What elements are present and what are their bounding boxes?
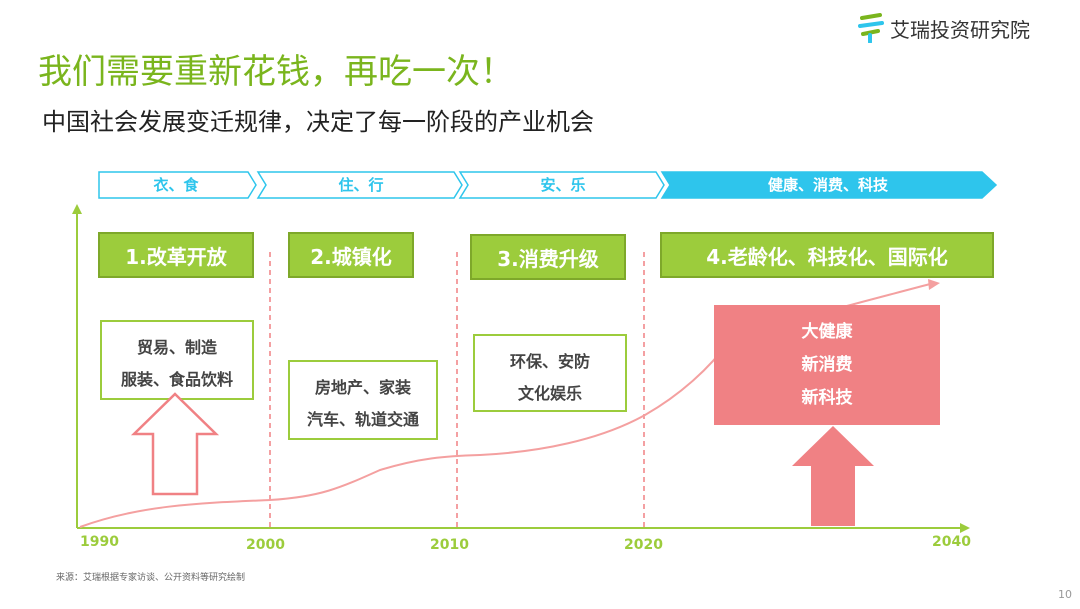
stage-chevron-4 [660,171,998,199]
phase-box-4: 4.老龄化、科技化、国际化 [660,232,994,278]
logo-text: 艾瑞投资研究院 [890,17,1030,42]
industry-box-2: 房地产、家装 汽车、轨道交通 [288,360,438,440]
industry-line: 环保、安防 [509,352,590,371]
page-title: 我们需要重新花钱，再吃一次！ [38,52,514,92]
x-axis-arrow [960,523,970,533]
logo-icon [858,13,884,43]
year-label-2040: 2040 [932,534,971,550]
year-label-2000: 2000 [246,537,285,553]
year-label-2020: 2020 [624,537,663,553]
stage-label-1: 衣、食 [153,176,199,194]
future-item: 新消费 [801,355,853,375]
logo: 艾瑞投资研究院 [858,12,1030,44]
industry-line: 汽车、轨道交通 [306,410,419,429]
industry-box-3: 环保、安防 文化娱乐 [473,334,627,412]
industry-line: 贸易、制造 [136,338,217,357]
stage-chevron-1 [98,171,257,199]
page-number: 10 [1058,588,1072,601]
up-arrow-outline-icon [130,392,220,496]
industry-line: 服装、食品饮料 [120,370,233,389]
stage-label-2: 住、行 [338,176,384,194]
phase-box-3: 3.消费升级 [470,234,626,280]
stage-chevron-2 [256,171,463,199]
phase-box-1: 1.改革开放 [98,232,254,278]
growth-curve-arrowhead [928,279,940,290]
phase-box-2: 2.城镇化 [288,232,414,278]
page-subtitle: 中国社会发展变迁规律，决定了每一阶段的产业机会 [42,108,594,136]
future-item: 新科技 [801,388,853,408]
up-arrow-solid-icon [792,426,874,526]
stage-label-3: 安、乐 [540,176,586,194]
source-note: 来源：艾瑞根据专家访谈、公开资料等研究绘制 [56,573,246,583]
year-label-1990: 1990 [80,534,119,550]
stage-bar: 衣、食 住、行 安、乐 健康、消费、科技 [98,171,998,199]
industry-line: 文化娱乐 [517,384,582,403]
y-axis-arrow [72,204,82,214]
future-box: 大健康 新消费 新科技 [714,305,940,425]
industry-box-1: 贸易、制造 服装、食品饮料 [100,320,254,400]
industry-line: 房地产、家装 [314,378,411,397]
stage-chevron-3 [458,171,665,199]
year-label-2010: 2010 [430,537,469,553]
stage-label-4: 健康、消费、科技 [767,176,888,194]
future-item: 大健康 [801,322,853,342]
stage-chevrons [98,171,998,199]
